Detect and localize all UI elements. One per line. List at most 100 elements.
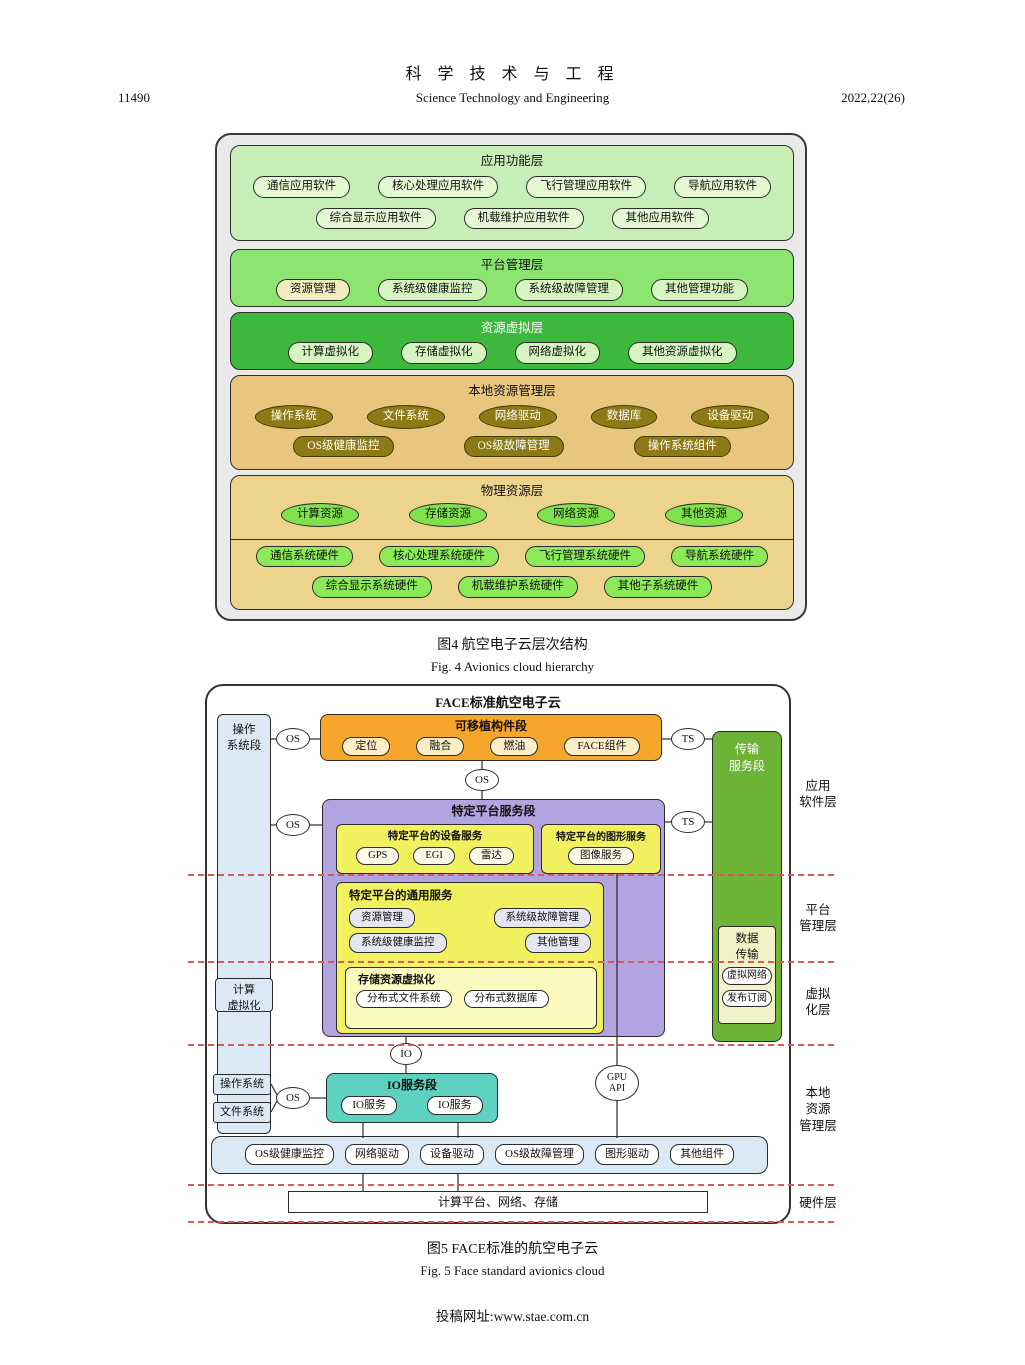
- fig5-diagram-title: FACE标准航空电子云: [435, 695, 561, 710]
- fig5-portable-item: 融合: [416, 737, 465, 756]
- fig5-hardware-platform-box: 计算平台、网络、存储: [288, 1191, 708, 1213]
- fig5-operating-system-box: 操作系统: [213, 1074, 271, 1095]
- fig4-application-item: 机载维护应用软件: [463, 207, 584, 230]
- submission-url: 投稿网址:www.stae.com.cn: [435, 1309, 590, 1324]
- fig4-layer-physical-resource: 物理资源层 计算资源存储资源网络资源其他资源 通信系统硬件核心处理系统硬件飞行管…: [230, 475, 794, 610]
- fig5-data-transfer-item: 虚拟网络: [722, 967, 772, 985]
- fig5-os-connector-4: OS: [276, 1087, 310, 1109]
- fig5-gpu-api-connector: GPU API: [595, 1065, 639, 1101]
- fig5-common-services-row2: 系统级健康监控 其他管理: [337, 933, 603, 954]
- fig5-caption-cn: 图5 FACE标准的航空电子云: [426, 1242, 599, 1257]
- fig5-storage-item: 分布式数据库: [463, 990, 549, 1009]
- fig4-application-item: 导航应用软件: [674, 176, 771, 198]
- fig4-platform-item: 资源管理: [276, 279, 350, 301]
- layer-divider-dashed-1: [188, 874, 834, 876]
- fig4-application-item: 通信应用软件: [253, 176, 350, 198]
- layer-label-application-software: 应用 软件层: [799, 779, 837, 810]
- fig5-os-connector-1: OS: [276, 728, 310, 750]
- fig5-data-transfer-items: 虚拟网络发布订阅: [719, 967, 775, 1007]
- fig5-driver-item: OS级健康监控: [244, 1144, 334, 1165]
- fig4-hardware-item: 其他子系统硬件: [603, 576, 713, 598]
- layer-label-local-resource: 本地 资源 管理层: [799, 1086, 837, 1133]
- fig5-io-segment-title: IO服务段: [386, 1078, 437, 1092]
- fig4-local-item: OS级健康监控: [293, 435, 394, 458]
- fig4-platform-item: 其他管理功能: [651, 279, 748, 301]
- layer-divider-dashed-5: [188, 1221, 834, 1223]
- fig5-compute-virtualization-box: 计算 虚拟化: [215, 978, 273, 1012]
- fig5-common-service-item: 系统级健康监控: [349, 933, 447, 954]
- fig4-physical-row3: 综合显示系统硬件 机载维护系统硬件 其他子系统硬件: [231, 576, 793, 598]
- fig5-platform-segment-title: 特定平台服务段: [451, 804, 536, 818]
- fig4-layer-platform-title: 平台管理层: [480, 258, 544, 272]
- layer-label-hardware: 硬件层: [799, 1196, 837, 1210]
- fig4-local-item: OS级故障管理: [463, 435, 564, 458]
- fig5-io-service-item: IO服务: [341, 1096, 397, 1115]
- fig5-graphics-services-items: 图像服务: [542, 847, 660, 866]
- fig4-hardware-item: 机载维护系统硬件: [457, 576, 578, 598]
- fig4-virtualization-row: 计算虚拟化存储虚拟化网络虚拟化其他资源虚拟化: [231, 342, 793, 364]
- fig4-hardware-item: 导航系统硬件: [671, 545, 768, 568]
- fig5-ts-connector-1: TS: [671, 728, 705, 750]
- fig5-storage-items: 分布式文件系统分布式数据库: [346, 990, 596, 1009]
- journal-title-en: Science Technology and Engineering: [415, 90, 610, 105]
- fig5-common-services-title: 特定平台的通用服务: [349, 890, 453, 902]
- fig5-driver-item: 图形驱动: [595, 1144, 660, 1165]
- fig4-local-item: 设备驱动: [691, 405, 770, 429]
- fig4-virtualization-item: 存储虚拟化: [401, 342, 487, 364]
- fig5-data-transfer-title: 数据 传输: [735, 933, 759, 961]
- fig5-io-connector: IO: [390, 1043, 422, 1065]
- journal-title-cn: 科 学 技 术 与 工 程: [405, 66, 620, 83]
- fig5-io-services-items: IO服务 IO服务: [327, 1096, 497, 1115]
- fig5-data-transfer-item: 发布订阅: [722, 989, 772, 1007]
- fig5-driver-item: 其他组件: [670, 1144, 735, 1165]
- fig4-virtualization-item: 计算虚拟化: [287, 342, 373, 364]
- fig5-driver-item: OS级故障管理: [495, 1144, 585, 1165]
- fig4-virtualization-item: 其他资源虚拟化: [628, 342, 737, 364]
- fig5-common-services-box: 特定平台的通用服务 资源管理 系统级故障管理 系统级健康监控 其他管理 存储资源…: [336, 882, 604, 1034]
- fig4-hardware-item: 综合显示系统硬件: [311, 576, 432, 598]
- fig4-local-item: 文件系统: [366, 405, 445, 429]
- fig5-data-transfer-box: 数据 传输 虚拟网络发布订阅: [718, 926, 776, 1024]
- fig4-layer-resource-virtualization: 资源虚拟层 计算虚拟化存储虚拟化网络虚拟化其他资源虚拟化: [230, 312, 794, 370]
- layer-label-platform-management: 平台 管理层: [799, 903, 837, 934]
- fig4-caption-en: Fig. 4 Avionics cloud hierarchy: [430, 659, 595, 674]
- fig4-layer-application: 应用功能层 通信应用软件核心处理应用软件飞行管理应用软件导航应用软件 综合显示应…: [230, 145, 794, 241]
- fig4-application-row1: 通信应用软件 核心处理应用软件 飞行管理应用软件 导航应用软件: [231, 176, 793, 198]
- layer-divider-dashed-4: [188, 1184, 834, 1186]
- fig5-driver-item: 网络驱动: [345, 1144, 409, 1165]
- fig4-layer-application-title: 应用功能层: [480, 154, 544, 168]
- fig4-hardware-item: 通信系统硬件: [256, 545, 353, 568]
- fig5-graphics-services-title: 特定平台的图形服务: [556, 832, 646, 843]
- fig4-physical-resource-item: 计算资源: [281, 503, 359, 527]
- figure4-avionics-cloud-hierarchy: 应用功能层 通信应用软件核心处理应用软件飞行管理应用软件导航应用软件 综合显示应…: [215, 133, 807, 621]
- fig4-application-item: 核心处理应用软件: [378, 176, 498, 198]
- fig4-hardware-item: 飞行管理系统硬件: [525, 545, 645, 568]
- fig4-layer-local-title: 本地资源管理层: [468, 384, 556, 398]
- fig5-common-service-item: 其他管理: [525, 933, 591, 954]
- fig5-io-service-item: IO服务: [427, 1096, 483, 1115]
- fig4-local-row1: 操作系统文件系统网络驱动数据库设备驱动: [231, 405, 793, 429]
- fig4-local-item: 网络驱动: [478, 405, 557, 429]
- fig4-application-item: 飞行管理应用软件: [526, 176, 646, 198]
- fig5-common-service-item: 系统级故障管理: [493, 908, 591, 929]
- fig5-storage-virtualization-box: 存储资源虚拟化 分布式文件系统分布式数据库: [345, 967, 597, 1029]
- fig4-platform-item: 系统级健康监控: [378, 279, 487, 301]
- fig5-device-service-item: 雷达: [468, 847, 514, 866]
- fig4-local-row2: OS级健康监控 OS级故障管理 操作系统组件: [231, 435, 793, 458]
- fig5-storage-virtualization-title: 存储资源虚拟化: [358, 974, 435, 986]
- fig5-storage-item: 分布式文件系统: [356, 990, 452, 1009]
- fig5-os-connector-3: OS: [276, 814, 310, 836]
- fig4-caption-cn: 图4 航空电子云层次结构: [437, 638, 588, 653]
- fig5-portable-item: FACE组件: [564, 737, 640, 756]
- fig5-caption-en: Fig. 5 Face standard avionics cloud: [420, 1263, 605, 1278]
- fig4-local-item: 数据库: [590, 405, 658, 429]
- fig5-portable-item: 定位: [342, 737, 391, 756]
- fig4-local-item: 操作系统组件: [633, 435, 731, 458]
- layer-divider-dashed-3: [188, 1044, 834, 1046]
- fig4-layer-platform-management: 平台管理层 资源管理系统级健康监控系统级故障管理其他管理功能: [230, 249, 794, 307]
